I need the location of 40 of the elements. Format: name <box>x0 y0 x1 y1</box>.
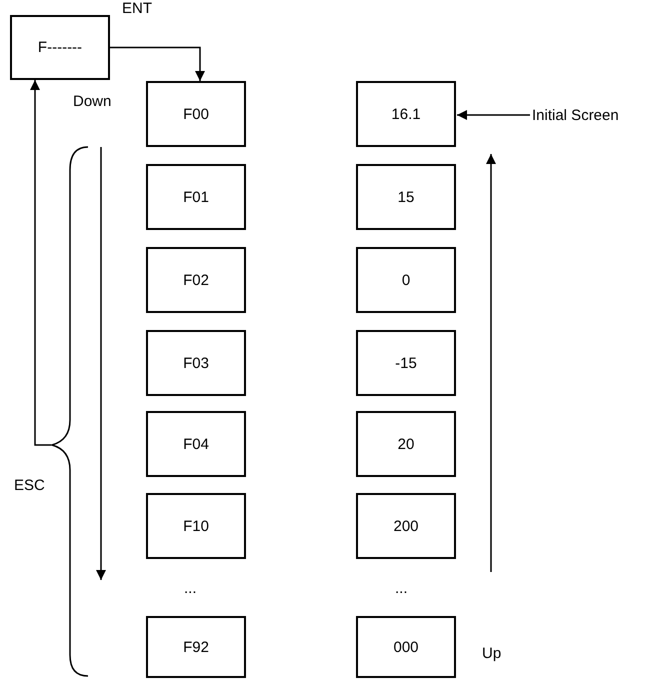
screen-box <box>146 330 246 396</box>
arrow <box>110 46 205 81</box>
box-label: 15 <box>398 188 414 206</box>
screen-box <box>356 164 456 230</box>
screen-box <box>146 616 246 678</box>
screen-box <box>356 411 456 477</box>
box-label: 000 <box>393 638 419 656</box>
box-label: 200 <box>393 518 419 534</box>
box-label: F03 <box>183 354 209 372</box>
text-label: ... <box>184 580 197 597</box>
screen-box <box>356 247 456 313</box>
screen-box <box>146 493 246 559</box>
screen-box <box>356 493 456 559</box>
screen-box <box>146 81 246 147</box>
box-label: F02 <box>183 272 209 288</box>
box-label: F------- <box>38 39 82 56</box>
box-label: 20 <box>398 436 414 452</box>
box-label: F00 <box>183 106 209 122</box>
box-label: F92 <box>183 638 209 656</box>
box-label: F10 <box>183 518 209 534</box>
text-label: ... <box>395 580 408 597</box>
brace <box>51 146 89 678</box>
screen-box <box>146 164 246 230</box>
box-label: 16.1 <box>391 106 421 122</box>
arrow <box>30 80 51 446</box>
box-label: -15 <box>395 354 417 372</box>
screen-box <box>356 616 456 678</box>
box-label: F04 <box>183 436 209 452</box>
text-label: Down <box>73 93 112 110</box>
text-label: ESC <box>14 477 45 494</box>
box-label: F01 <box>183 188 209 206</box>
screen-box <box>356 330 456 396</box>
screen-box <box>10 15 110 80</box>
arrow <box>457 110 530 120</box>
screen-box <box>146 411 246 477</box>
box-label: 0 <box>402 272 410 288</box>
screen-box <box>356 81 456 147</box>
screen-box <box>146 247 246 313</box>
text-label: Up <box>482 645 502 662</box>
node-text: Initial Screen <box>532 104 662 126</box>
